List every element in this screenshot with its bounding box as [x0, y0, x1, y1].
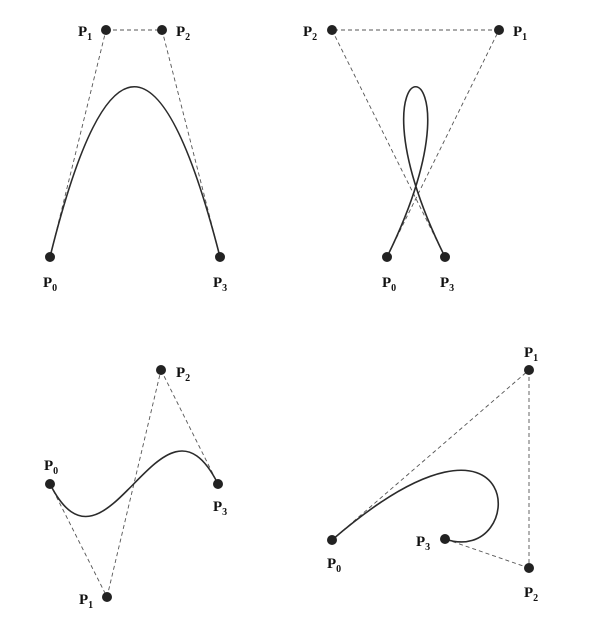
control-point-p2 [327, 25, 337, 35]
point-label-p2: P2 [176, 24, 190, 43]
panel-hook: P0 P1 P2 P3 [327, 345, 538, 604]
control-point-p2 [524, 563, 534, 573]
control-segment-p0-p1 [331, 369, 530, 541]
point-label-p1: P1 [79, 592, 93, 611]
control-point-p1 [524, 365, 534, 375]
point-label-p0: P0 [327, 556, 341, 575]
control-point-p0 [327, 535, 337, 545]
point-label-p3: P3 [213, 499, 227, 518]
point-label-p1: P1 [524, 345, 538, 364]
control-point-p3 [440, 252, 450, 262]
control-point-p0 [45, 479, 55, 489]
control-segment-p2-p3 [160, 369, 219, 485]
control-segment-p2-p3 [444, 538, 530, 569]
panel-s-curve: P0 P1 P2 P3 [44, 365, 227, 611]
point-label-p0: P0 [382, 275, 396, 294]
bezier-curve [386, 85, 446, 258]
control-point-p1 [101, 25, 111, 35]
control-point-p1 [102, 592, 112, 602]
bezier-curve [331, 469, 499, 543]
point-label-p1: P1 [78, 24, 92, 43]
control-point-p2 [156, 365, 166, 375]
point-label-p2: P2 [524, 585, 538, 604]
panel-arch: P0 P1 P2 P3 [43, 24, 227, 294]
point-label-p2: P2 [303, 24, 317, 43]
control-segment-p0-p1 [386, 29, 500, 258]
point-label-p1: P1 [513, 24, 527, 43]
point-label-p3: P3 [440, 275, 454, 294]
bezier-curve [49, 86, 221, 258]
control-point-p3 [215, 252, 225, 262]
panel-loop: P0 P1 P2 P3 [303, 24, 527, 294]
point-label-p3: P3 [416, 534, 430, 553]
bezier-curve [49, 450, 219, 518]
control-point-p2 [157, 25, 167, 35]
control-segment-p2-p3 [331, 29, 446, 258]
point-label-p0: P0 [43, 275, 57, 294]
control-point-p0 [382, 252, 392, 262]
point-label-p3: P3 [213, 275, 227, 294]
control-point-p3 [440, 534, 450, 544]
point-label-p0: P0 [44, 458, 58, 477]
control-segment-p0-p1 [49, 483, 108, 598]
control-segment-p1-p2 [106, 369, 162, 598]
control-point-p3 [213, 479, 223, 489]
control-point-p1 [494, 25, 504, 35]
point-label-p2: P2 [176, 365, 190, 384]
control-point-p0 [45, 252, 55, 262]
